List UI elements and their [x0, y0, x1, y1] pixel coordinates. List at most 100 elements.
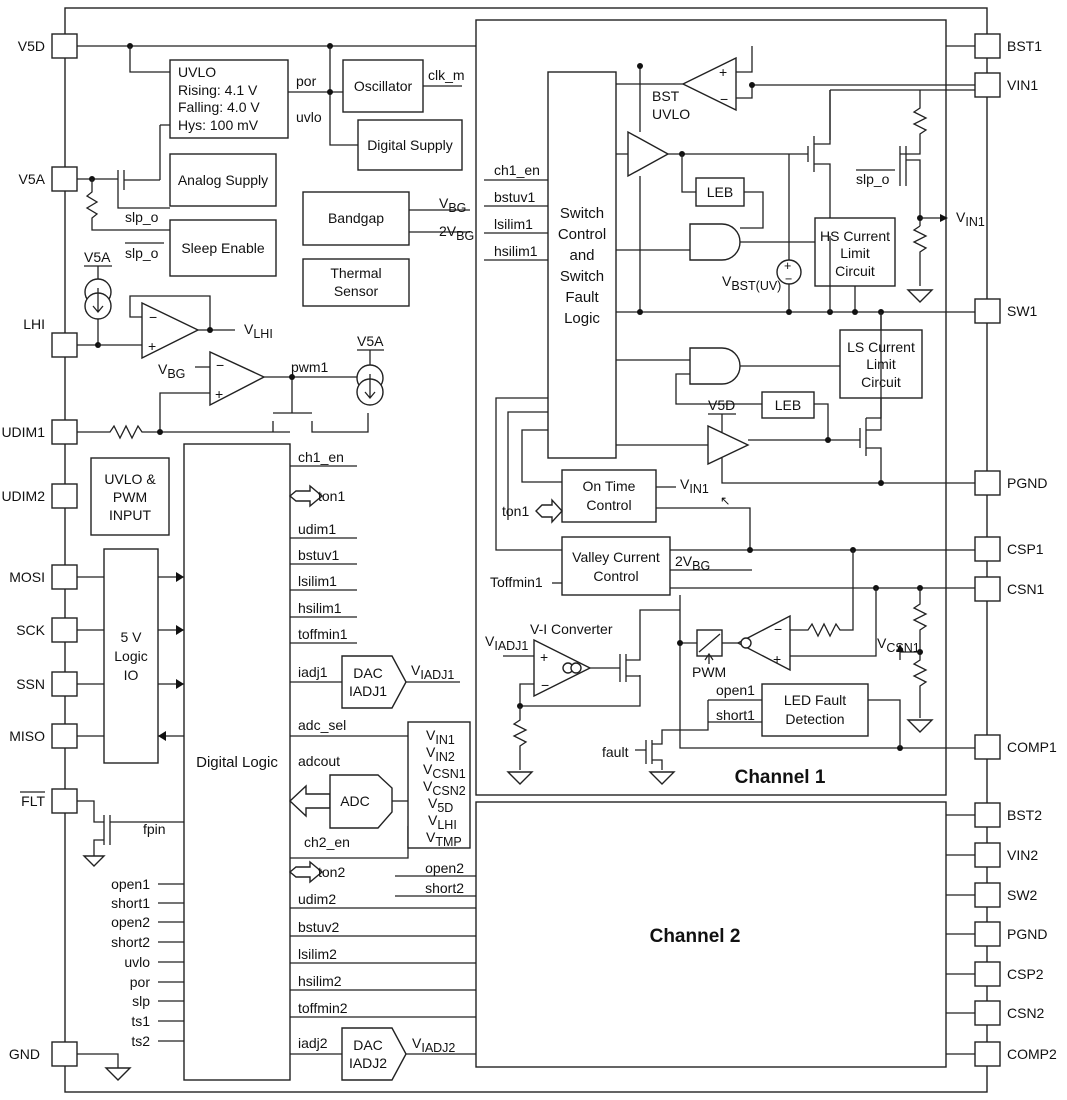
- right-pins: BST1 VIN1 SW1 PGND CSP1 CSN1 COMP1 BST2 …: [974, 33, 1057, 1067]
- in-short1: short1: [111, 895, 150, 911]
- pin-label-mosi: MOSI: [9, 569, 45, 585]
- analog-supply-label: Analog Supply: [178, 172, 268, 188]
- adc-input-list: [407, 721, 471, 849]
- hs-cl-3: Circuit: [835, 263, 875, 279]
- svg-text:+: +: [215, 386, 223, 402]
- pin-csn2[interactable]: [974, 1000, 1001, 1026]
- svg-text:−: −: [149, 309, 157, 325]
- pin-sw2[interactable]: [974, 882, 1001, 908]
- hs-cl-1: HS Current: [820, 228, 890, 244]
- pin-label-miso: MISO: [9, 728, 45, 744]
- in-ts1: ts1: [131, 1013, 150, 1029]
- pin-v5a[interactable]: [51, 166, 78, 192]
- pin-csn1[interactable]: [974, 576, 1001, 602]
- sig-hsilim2: hsilim2: [298, 973, 342, 989]
- sleep-enable-block: [169, 219, 277, 277]
- pin-label-udim2: UDIM2: [1, 488, 45, 504]
- pin-flt[interactable]: [51, 788, 78, 814]
- pin-bst1[interactable]: [974, 33, 1001, 59]
- in-open1: open1: [111, 876, 150, 892]
- valley-l2: Control: [593, 568, 638, 584]
- vcsn1-label: VCSN1: [877, 635, 920, 655]
- pin-label-gnd: GND: [9, 1046, 40, 1062]
- ch1-in-hsilim1: hsilim1: [494, 243, 538, 259]
- pin-udim1[interactable]: [51, 419, 78, 445]
- adc-in-v5d: V5D: [428, 795, 453, 815]
- uvlo-hys: Hys: 100 mV: [178, 117, 259, 133]
- ch2-in-short2: short2: [425, 880, 464, 896]
- pwm-label: PWM: [692, 664, 726, 680]
- pin-label-bst1: BST1: [1007, 38, 1042, 54]
- pin-lhi[interactable]: [51, 332, 78, 358]
- pin-label-comp2: COMP2: [1007, 1046, 1057, 1062]
- pin-comp2[interactable]: [974, 1041, 1001, 1067]
- logic-io-label-3: IO: [124, 667, 139, 683]
- hs-ground-icon: [906, 289, 934, 303]
- vi-converter-label: V-I Converter: [530, 621, 613, 637]
- svg-text:−: −: [720, 91, 728, 107]
- svg-text:−: −: [541, 677, 549, 693]
- svg-text:+: +: [719, 64, 727, 80]
- sig-iadj2: iadj2: [298, 1035, 328, 1051]
- leb-ls-block: [761, 391, 815, 419]
- pin-sw1[interactable]: [974, 298, 1001, 324]
- dac2-label-2: IADJ2: [349, 1055, 387, 1071]
- digital-supply-block: [357, 119, 463, 171]
- pin-comp1[interactable]: [974, 734, 1001, 760]
- pin-label-pgnd1: PGND: [1007, 475, 1047, 491]
- pin-ssn[interactable]: [51, 671, 78, 697]
- pin-gnd[interactable]: [51, 1041, 78, 1067]
- sig-ton1: ton1: [318, 488, 345, 504]
- bst-uvlo-comparator-icon: [681, 56, 737, 112]
- pin-label-lhi: LHI: [23, 316, 45, 332]
- csn-ground-icon: [906, 719, 934, 733]
- pin-vin1[interactable]: [974, 72, 1001, 98]
- pin-miso[interactable]: [51, 723, 78, 749]
- pin-csp1[interactable]: [974, 536, 1001, 562]
- clk-m-label: clk_m: [428, 67, 465, 83]
- in-por: por: [130, 974, 151, 990]
- sig-udim1: udim1: [298, 521, 336, 537]
- sig-iadj1: iadj1: [298, 664, 328, 680]
- pin-label-csn2: CSN2: [1007, 1005, 1045, 1021]
- pin-label-pgnd2: PGND: [1007, 926, 1047, 942]
- sleep-enable-label: Sleep Enable: [181, 240, 265, 256]
- vbst-uv-label: VBST(UV): [722, 273, 781, 293]
- pin-sck[interactable]: [51, 617, 78, 643]
- pin-vin2[interactable]: [974, 842, 1001, 868]
- channel-2-block: [475, 801, 947, 1068]
- pin-v5d[interactable]: [51, 33, 78, 59]
- pin-bst2[interactable]: [974, 802, 1001, 828]
- ch1-in-bstuv1: bstuv1: [494, 189, 535, 205]
- on-time-vin1: VIN1: [680, 476, 709, 496]
- thermal-label-2: Sensor: [334, 283, 379, 299]
- cursor-icon: ↖: [720, 494, 730, 508]
- bandgap-vbg: VBG: [439, 195, 466, 215]
- dac1-label-2: IADJ1: [349, 683, 387, 699]
- ch1-in-lsilim1: lsilim1: [494, 216, 533, 232]
- pin-label-v5a: V5A: [19, 171, 46, 187]
- on-time-control-block: [561, 469, 657, 523]
- led-fault-short1: short1: [716, 707, 755, 723]
- vin1-out-label: VIN1: [956, 209, 985, 229]
- pin-label-flt: FLT: [21, 793, 45, 809]
- pin-pgnd2[interactable]: [974, 921, 1001, 947]
- adc-in-vtmp: VTMP: [426, 829, 462, 849]
- bst-uvlo-label-1: BST: [652, 88, 680, 104]
- pin-csp2[interactable]: [974, 961, 1001, 987]
- pin-udim2[interactable]: [51, 483, 78, 509]
- sc-l2: Control: [558, 226, 606, 243]
- bandgap-label: Bandgap: [328, 210, 384, 226]
- pin-mosi[interactable]: [51, 564, 78, 590]
- udim-comparator-icon: [209, 350, 266, 407]
- dac2-label-1: DAC: [353, 1037, 383, 1053]
- pin-label-csp2: CSP2: [1007, 966, 1044, 982]
- ch1-in-ch1-en: ch1_en: [494, 162, 540, 178]
- fpin-label: fpin: [143, 821, 166, 837]
- csn-amplifier-icon: [736, 614, 791, 672]
- vlhi-label: VLHI: [244, 321, 273, 341]
- oscillator-label: Oscillator: [354, 78, 413, 94]
- pin-pgnd1[interactable]: [974, 470, 1001, 496]
- logic-io-label-2: Logic: [114, 648, 147, 664]
